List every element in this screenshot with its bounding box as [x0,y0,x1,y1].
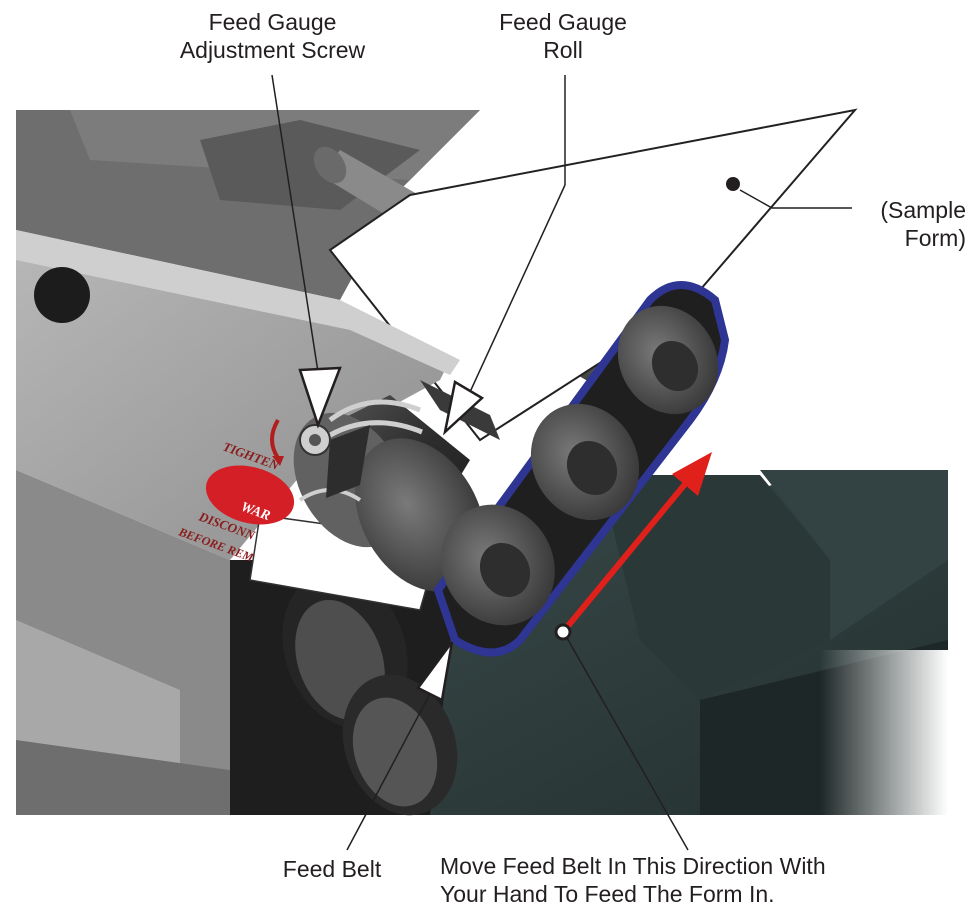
feed-gauge-roll-label: Feed Gauge Roll [499,9,627,63]
sample-form-dot [726,177,740,191]
callout-pointer-belt [346,641,454,851]
lower-rolls [282,572,458,816]
feed-belt-label: Feed Belt [282,856,382,882]
feed-belt [433,281,730,657]
direction-arrow [554,452,712,641]
callout-line-sample-form [739,189,852,209]
tray-rail [600,475,830,700]
chute-hole [34,267,90,323]
callout-pointer-roll [443,75,566,436]
callout-line-instruction [566,637,689,851]
sample-form-label: (Sample Form) [880,197,966,251]
feed-gauge-screw-label: Feed Gauge Adjustment Screw [179,9,366,63]
illustration-frame: TIGHTEN WAR DISCONN BEFORE REM [16,74,948,851]
move-instruction-label: Move Feed Belt In This Direction With Yo… [440,853,826,907]
callout-pointer-screw [271,74,342,429]
adjustment-screw [299,424,331,456]
